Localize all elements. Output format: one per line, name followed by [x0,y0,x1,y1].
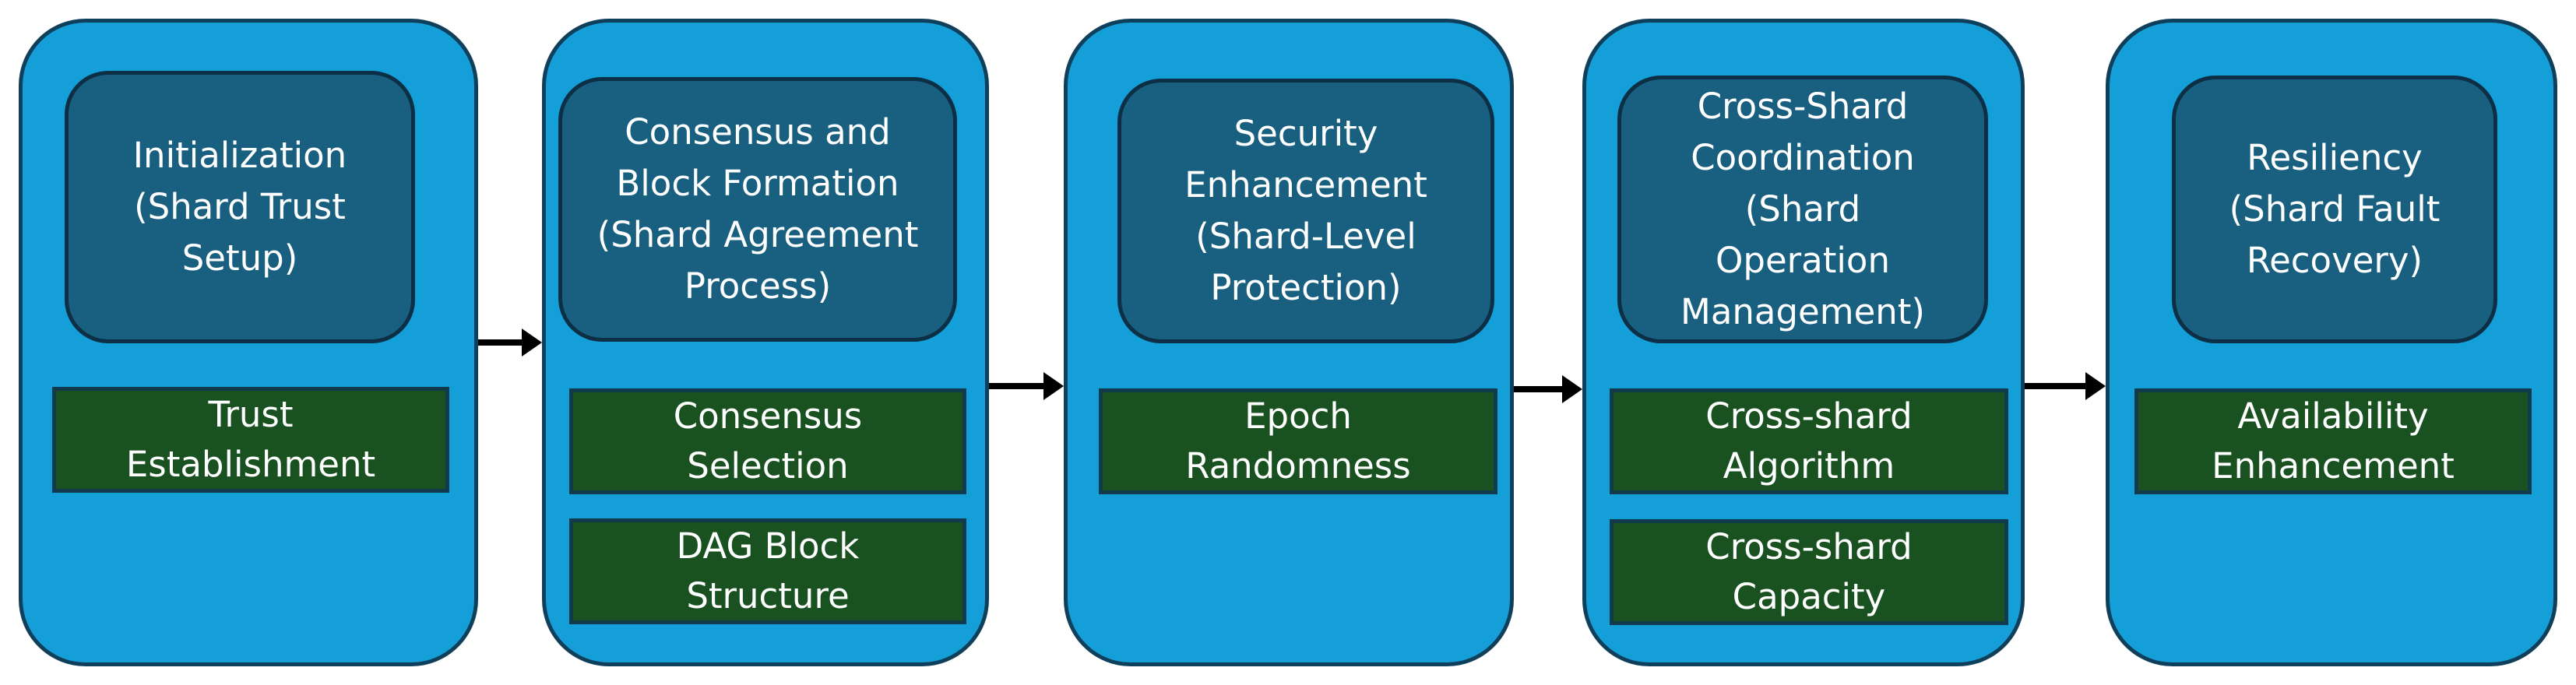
stage-consensus-block-formation: Consensus and Block Formation (Shard Agr… [542,19,989,666]
task-cross-shard-capacity: Cross-shard Capacity [1610,519,2008,625]
task-label-dag-block-structure: DAG Block Structure [676,525,860,616]
task-dag-block-structure: DAG Block Structure [569,518,966,624]
stage-cross-shard-coordination: Cross-Shard Coordination (Shard Operatio… [1582,19,2025,666]
arrow-stage-3-to-4 [1514,375,1582,403]
task-label-trust-establishment: Trust Establishment [125,394,376,485]
task-trust-establishment: Trust Establishment [52,387,449,493]
phase-box-security-enhancement: Security Enhancement (Shard-Level Protec… [1117,79,1494,343]
phase-label-consensus-block-formation: Consensus and Block Formation (Shard Agr… [596,111,919,307]
task-label-cross-shard-algorithm: Cross-shard Algorithm [1705,395,1913,487]
task-label-consensus-selection: Consensus Selection [673,395,863,487]
task-label-epoch-randomness: Epoch Randomness [1185,395,1411,487]
phase-label-security-enhancement: Security Enhancement (Shard-Level Protec… [1184,113,1427,308]
phase-label-resiliency: Resiliency (Shard Fault Recovery) [2229,137,2441,281]
phase-box-initialization: Initialization (Shard Trust Setup) [65,71,415,343]
task-consensus-selection: Consensus Selection [569,388,966,494]
arrow-stage-2-to-3 [989,372,1064,400]
stage-initialization: Initialization (Shard Trust Setup) Trust… [19,19,478,666]
task-label-availability-enhancement: Availability Enhancement [2212,395,2455,487]
phase-label-cross-shard-coordination: Cross-Shard Coordination (Shard Operatio… [1680,86,1925,332]
stage-resiliency: Resiliency (Shard Fault Recovery) Availa… [2106,19,2557,666]
arrow-stage-1-to-2 [478,328,542,357]
task-epoch-randomness: Epoch Randomness [1099,388,1497,494]
task-availability-enhancement: Availability Enhancement [2134,388,2532,494]
arrow-stage-4-to-5 [2025,372,2106,400]
phase-label-initialization: Initialization (Shard Trust Setup) [132,135,347,279]
phase-box-cross-shard-coordination: Cross-Shard Coordination (Shard Operatio… [1617,76,1988,343]
task-label-cross-shard-capacity: Cross-shard Capacity [1705,526,1913,617]
stage-security-enhancement: Security Enhancement (Shard-Level Protec… [1064,19,1514,666]
task-cross-shard-algorithm: Cross-shard Algorithm [1610,388,2008,494]
phase-box-consensus-block-formation: Consensus and Block Formation (Shard Agr… [558,77,957,342]
phase-box-resiliency: Resiliency (Shard Fault Recovery) [2172,76,2497,343]
